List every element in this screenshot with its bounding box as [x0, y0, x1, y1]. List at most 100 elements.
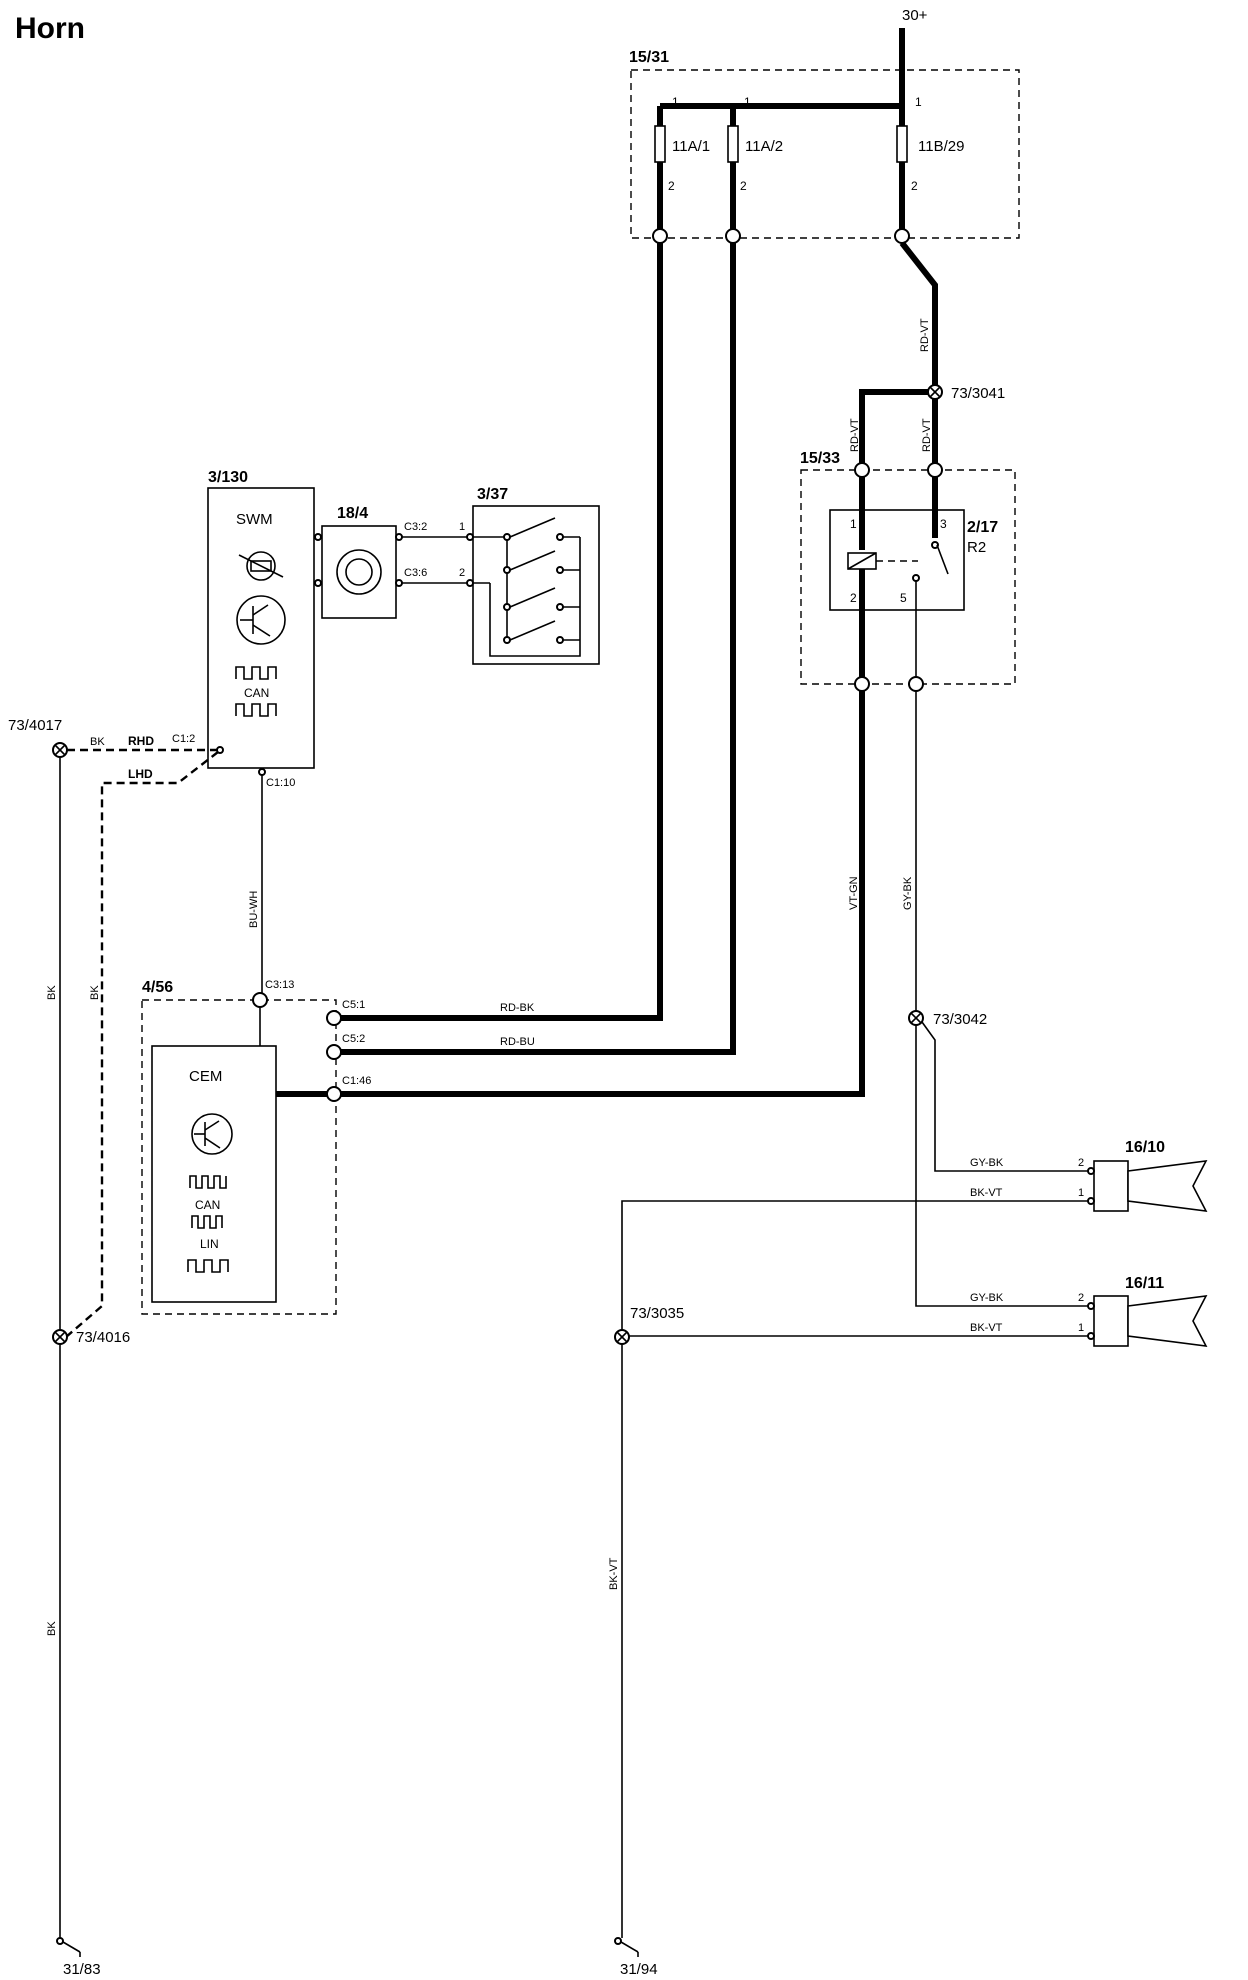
wire-label-vt-gn: VT-GN	[848, 876, 860, 910]
fuse-box-label: 15/31	[629, 49, 669, 66]
horn1-label: 16/10	[1125, 1139, 1165, 1156]
wire-rd-vt-feed	[899, 241, 938, 392]
can-signal-icon	[235, 703, 277, 717]
wire-label-bk-vt: BK-VT	[970, 1322, 1003, 1334]
wire-label-rd-vt: RD-VT	[919, 318, 931, 352]
svg-text:1: 1	[459, 521, 465, 533]
swm-id-label: 3/130	[208, 469, 248, 486]
svg-text:2: 2	[459, 567, 465, 579]
wire-rd-bk	[340, 243, 663, 1021]
wire-label-gy-bk: GY-BK	[970, 1292, 1004, 1304]
svg-text:C5:2: C5:2	[342, 1033, 365, 1045]
fuse-output-terminal	[725, 228, 741, 244]
transistor-icon	[191, 1113, 233, 1155]
svg-text:1: 1	[1078, 1322, 1084, 1334]
cem-lin-label: LIN	[200, 1237, 219, 1251]
fuse-pin-label: 1	[915, 95, 922, 109]
svg-text:1: 1	[1078, 1187, 1084, 1199]
wire-label-bk: BK	[46, 985, 58, 1000]
wire-label-rd-vt: RD-VT	[921, 418, 933, 452]
transistor-icon	[236, 595, 286, 645]
svg-text:C1:2: C1:2	[172, 733, 195, 745]
wire-label-bk: BK	[46, 1621, 58, 1636]
variant-lhd: LHD	[128, 767, 153, 781]
svg-text:C1:10: C1:10	[266, 777, 295, 789]
ground-icon	[56, 1937, 64, 1945]
svg-text:C1:46: C1:46	[342, 1075, 371, 1087]
fuse-output-terminal	[894, 228, 910, 244]
swm-name-label: SWM	[236, 511, 273, 528]
cem-id-label: 4/56	[142, 979, 173, 996]
relay-switch-contact	[936, 544, 949, 575]
supply-label: 30+	[902, 7, 928, 24]
horn-switch-label: 3/37	[477, 486, 508, 503]
fuse-label-11b29: 11B/29	[918, 138, 964, 155]
relay-name-label: R2	[967, 539, 986, 556]
wire-label-rd-vt: RD-VT	[849, 418, 861, 452]
ground-icon	[614, 1937, 622, 1945]
splice-label-3042: 73/3042	[933, 1011, 987, 1028]
fuse-label-11a1: 11A/1	[672, 138, 710, 155]
horn-icon	[1127, 1160, 1208, 1212]
svg-text:1: 1	[850, 517, 857, 531]
wire-label-gy-bk: GY-BK	[902, 876, 914, 910]
svg-text:2: 2	[1078, 1292, 1084, 1304]
wire-label-bk-vt: BK-VT	[970, 1187, 1003, 1199]
svg-text:2: 2	[850, 591, 857, 605]
fuse-pin-label: 2	[911, 179, 918, 193]
cem-outline	[141, 999, 337, 1315]
fuse-icon-11a2	[727, 125, 739, 163]
cem-name-label: CEM	[189, 1068, 222, 1085]
wire-label-rd-bu: RD-BU	[500, 1036, 535, 1048]
fuse-icon-11a1	[654, 125, 666, 163]
wire-label-bk-vt: BK-VT	[608, 1557, 620, 1590]
ground-label-31-94: 31/94	[620, 1961, 658, 1978]
horn-icon	[1127, 1295, 1208, 1347]
svg-text:3: 3	[940, 517, 947, 531]
fuse-box-outline	[630, 69, 1020, 239]
wire-label-bk: BK	[89, 985, 101, 1000]
relay-id-label: 2/17	[967, 519, 998, 536]
svg-text:C3:13: C3:13	[265, 979, 294, 991]
can-signal-icon	[191, 1215, 223, 1229]
lin-signal-icon	[187, 1259, 229, 1273]
wire-label-bu-wh: BU-WH	[248, 891, 260, 928]
fuse-pin-label: 1	[744, 95, 751, 109]
fuse-pin-label: 2	[740, 179, 747, 193]
horn2-label: 16/11	[1125, 1275, 1164, 1292]
horn-switch-module	[472, 505, 600, 665]
svg-text:2: 2	[1078, 1157, 1084, 1169]
relay-box-label: 15/33	[800, 450, 840, 467]
can-signal-icon	[235, 666, 277, 680]
wire-label-gy-bk: GY-BK	[970, 1157, 1004, 1169]
swm-module	[207, 487, 315, 769]
splice-label-3041: 73/3041	[951, 385, 1005, 402]
diagram-title: Horn	[15, 12, 85, 45]
wire-rd-bu	[340, 243, 736, 1055]
wire-bk-vt	[621, 1200, 1088, 1337]
wire-label-bk: BK	[90, 736, 105, 748]
splice-label-3035: 73/3035	[630, 1305, 684, 1322]
fuse-output-terminal	[652, 228, 668, 244]
ground-label-31-83: 31/83	[63, 1961, 101, 1978]
svg-text:5: 5	[900, 591, 907, 605]
variant-rhd: RHD	[128, 734, 154, 748]
svg-text:C5:1: C5:1	[342, 999, 365, 1011]
wire-label-rd-bk: RD-BK	[500, 1002, 535, 1014]
cem-module	[151, 1045, 277, 1303]
fuse-label-11a2: 11A/2	[745, 138, 783, 155]
horn-switch-contacts	[503, 517, 580, 644]
wire-bk-lhd	[65, 751, 219, 1338]
svg-text:C3:6: C3:6	[404, 567, 427, 579]
horn-16-11	[1093, 1295, 1129, 1347]
can-signal-icon	[189, 1175, 227, 1189]
horn-16-10	[1093, 1160, 1129, 1212]
splice-label-4017: 73/4017	[8, 717, 62, 734]
swm-can-label: CAN	[244, 686, 269, 700]
fuse-icon-11b29	[896, 125, 908, 163]
clock-spring-label: 18/4	[337, 505, 368, 522]
splice-label-4016: 73/4016	[76, 1329, 130, 1346]
cem-can-label: CAN	[195, 1198, 220, 1212]
fuse-pin-label: 2	[668, 179, 675, 193]
